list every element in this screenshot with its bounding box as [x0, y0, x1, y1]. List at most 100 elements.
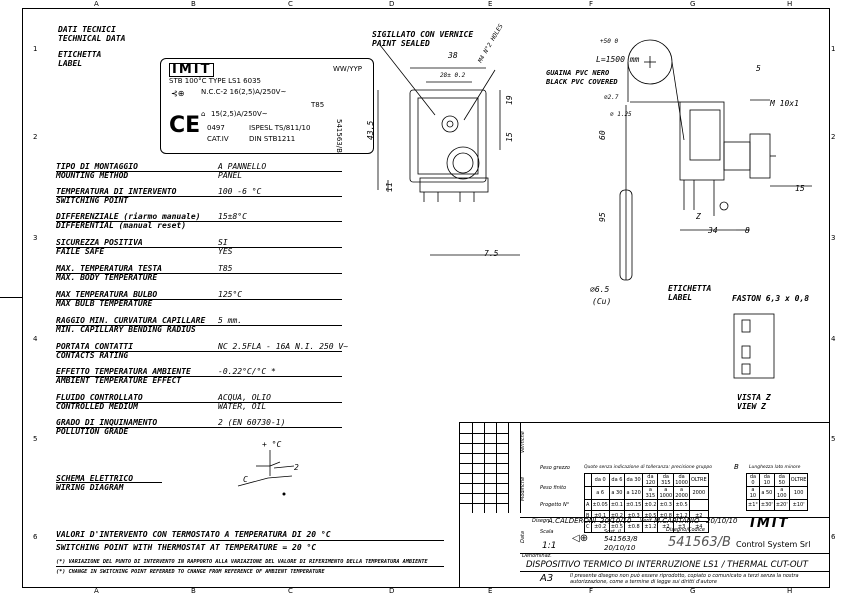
- switching-note-en: SWITCHING POINT WITH THERMOSTAT AT TEMPE…: [56, 543, 317, 552]
- tol-header: da 6: [608, 473, 625, 487]
- view-z-marker: Z: [696, 212, 701, 221]
- spec-value: A PANNELLO: [218, 162, 267, 171]
- row-5-right: 5: [831, 435, 836, 443]
- spec-label-en: DIFFERENTIAL (manual reset): [56, 221, 187, 230]
- tol-header: a 315: [642, 486, 659, 500]
- guaina-en: BLACK PVC COVERED: [546, 78, 618, 86]
- scale-label: Scala: [540, 529, 554, 535]
- dim-11: 11: [385, 182, 394, 192]
- tol-cell: ±0.5: [642, 510, 659, 522]
- spec-label-en: MIN. CAPILLARY BENDING RADIUS: [56, 325, 196, 334]
- rev-col: [496, 423, 497, 513]
- projection-icon: ◁⊕: [572, 533, 589, 544]
- col-e-bottom: E: [488, 587, 493, 595]
- spec-value-2: WATER, OIL: [218, 402, 267, 411]
- tol-header: da 315: [657, 473, 675, 487]
- disegn-label: Disegn.: [532, 518, 551, 524]
- angle-cell: da 10: [758, 473, 775, 487]
- sealed-it: SIGILLATO CON VERNICE: [372, 30, 474, 39]
- wiring-temp: + °C: [262, 440, 282, 449]
- rev-col: [508, 423, 509, 513]
- sealed-en: PAINT SEALED: [372, 39, 430, 48]
- tol-cell: ±1.2: [642, 521, 659, 533]
- dim-7-5: 7.5: [484, 249, 499, 258]
- view-z-drawing: [733, 313, 775, 379]
- spec-value: 5 mm.: [218, 316, 243, 325]
- tol-cell: ±0.15: [623, 499, 644, 511]
- angle-cell: ±20': [773, 499, 790, 511]
- col-b-bottom: B: [191, 587, 196, 595]
- col-g: G: [690, 0, 696, 8]
- row-6-right: 6: [831, 533, 836, 541]
- label-serial: 541563/B: [335, 119, 343, 153]
- spec-value: 100 -6 °C: [218, 187, 262, 196]
- spec-divider: [56, 427, 342, 428]
- dim-tol: +50 0: [600, 38, 619, 45]
- fuse-icon: ⌂: [201, 110, 206, 118]
- spec-label-en: MAX. BODY TEMPERATURE: [56, 273, 158, 282]
- spec-label-en: FAILE SAFE: [56, 247, 105, 256]
- drawing-frame: [22, 8, 830, 588]
- col-f-bottom: F: [589, 587, 594, 595]
- spec-label-it: SICUREZZA POSITIVA: [56, 238, 143, 247]
- brand-logo-title: IMIT: [750, 516, 790, 531]
- tol-cell: ±0.05: [590, 499, 610, 511]
- dim-5: 5: [756, 64, 761, 73]
- denominaz: Denominaz.: [522, 553, 552, 559]
- tol-header: da 120: [642, 473, 659, 487]
- tol-header: da 0: [590, 473, 610, 487]
- front-view-drawing: [377, 44, 520, 256]
- row-3: 3: [33, 234, 38, 242]
- drawing-title: DISPOSITIVO TERMICO DI INTERRUZIONE LS1 …: [526, 560, 808, 570]
- row-1: 1: [33, 45, 38, 53]
- row-5: 5: [33, 435, 38, 443]
- col-c-bottom: C: [288, 587, 293, 595]
- title-block: Verifiche Modifiche Data Peso grezzo Pes…: [459, 422, 830, 588]
- scale: 1:1: [542, 541, 557, 551]
- angle-cell: a 100: [773, 486, 790, 500]
- spec-divider: [56, 196, 342, 197]
- spec-label-it: DIFFERENZIALE (riarmo manuale): [56, 212, 201, 221]
- ww-code: WW/YYP: [333, 65, 362, 73]
- view-z-it: VISTA Z: [737, 393, 771, 402]
- spec-label-en: CONTROLLED MEDIUM: [56, 402, 138, 411]
- peso-finito: Peso finito: [540, 485, 567, 491]
- spec-value: T85: [218, 264, 233, 273]
- footnote-en: (*) CHANGE IN SWITCHING POINT REFERRED T…: [56, 569, 325, 575]
- angle-cell: a 50: [758, 486, 775, 500]
- ce-mark: CE: [169, 113, 201, 138]
- label-cat: CAT.IV: [207, 135, 229, 143]
- spec-value-2: YES: [218, 247, 233, 256]
- spec-value: 2 (EN 60730-1): [218, 418, 286, 427]
- dim-m10: M 10x1: [770, 99, 799, 108]
- spec-value: ACQUA, OLIO: [218, 393, 271, 402]
- spec-value: 15±8°C: [218, 212, 247, 221]
- rev-label-3: Data: [520, 531, 526, 543]
- spec-divider: [56, 247, 342, 248]
- tol-header: a 6: [590, 486, 610, 500]
- col-c: C: [288, 0, 293, 8]
- label-din: DIN STB1211: [249, 135, 296, 143]
- date-3: 20/10/10: [604, 544, 636, 552]
- tol-header: da 1000: [673, 473, 690, 487]
- wiring-heading-en: WIRING DIAGRAM: [56, 483, 124, 492]
- spec-value: -0.22°C/°C *: [218, 367, 276, 376]
- etichetta-en: LABEL: [668, 293, 693, 302]
- tech-data-it: DATI TECNICI: [58, 25, 116, 34]
- tol-header: a 30: [608, 486, 625, 500]
- label-line3: 15(2,5)A/250V~: [211, 110, 268, 118]
- spec-divider: [56, 221, 342, 222]
- rev-label-2: Modifiche: [520, 476, 526, 501]
- spec-divider: [56, 171, 342, 172]
- tol-cell: ±0.2: [590, 521, 610, 533]
- spec-label-it: FLUIDO CONTROLLATO: [56, 393, 143, 402]
- label-code: 0497: [207, 124, 225, 132]
- verif-label: Verif.: [640, 518, 653, 524]
- view-z-en: VIEW Z: [737, 402, 766, 411]
- col-h-bottom: H: [787, 587, 793, 595]
- dim-15: 15: [505, 132, 514, 142]
- label-ispesl: ISPESL TS/811/10: [249, 124, 311, 132]
- row-4-right: 4: [831, 335, 836, 343]
